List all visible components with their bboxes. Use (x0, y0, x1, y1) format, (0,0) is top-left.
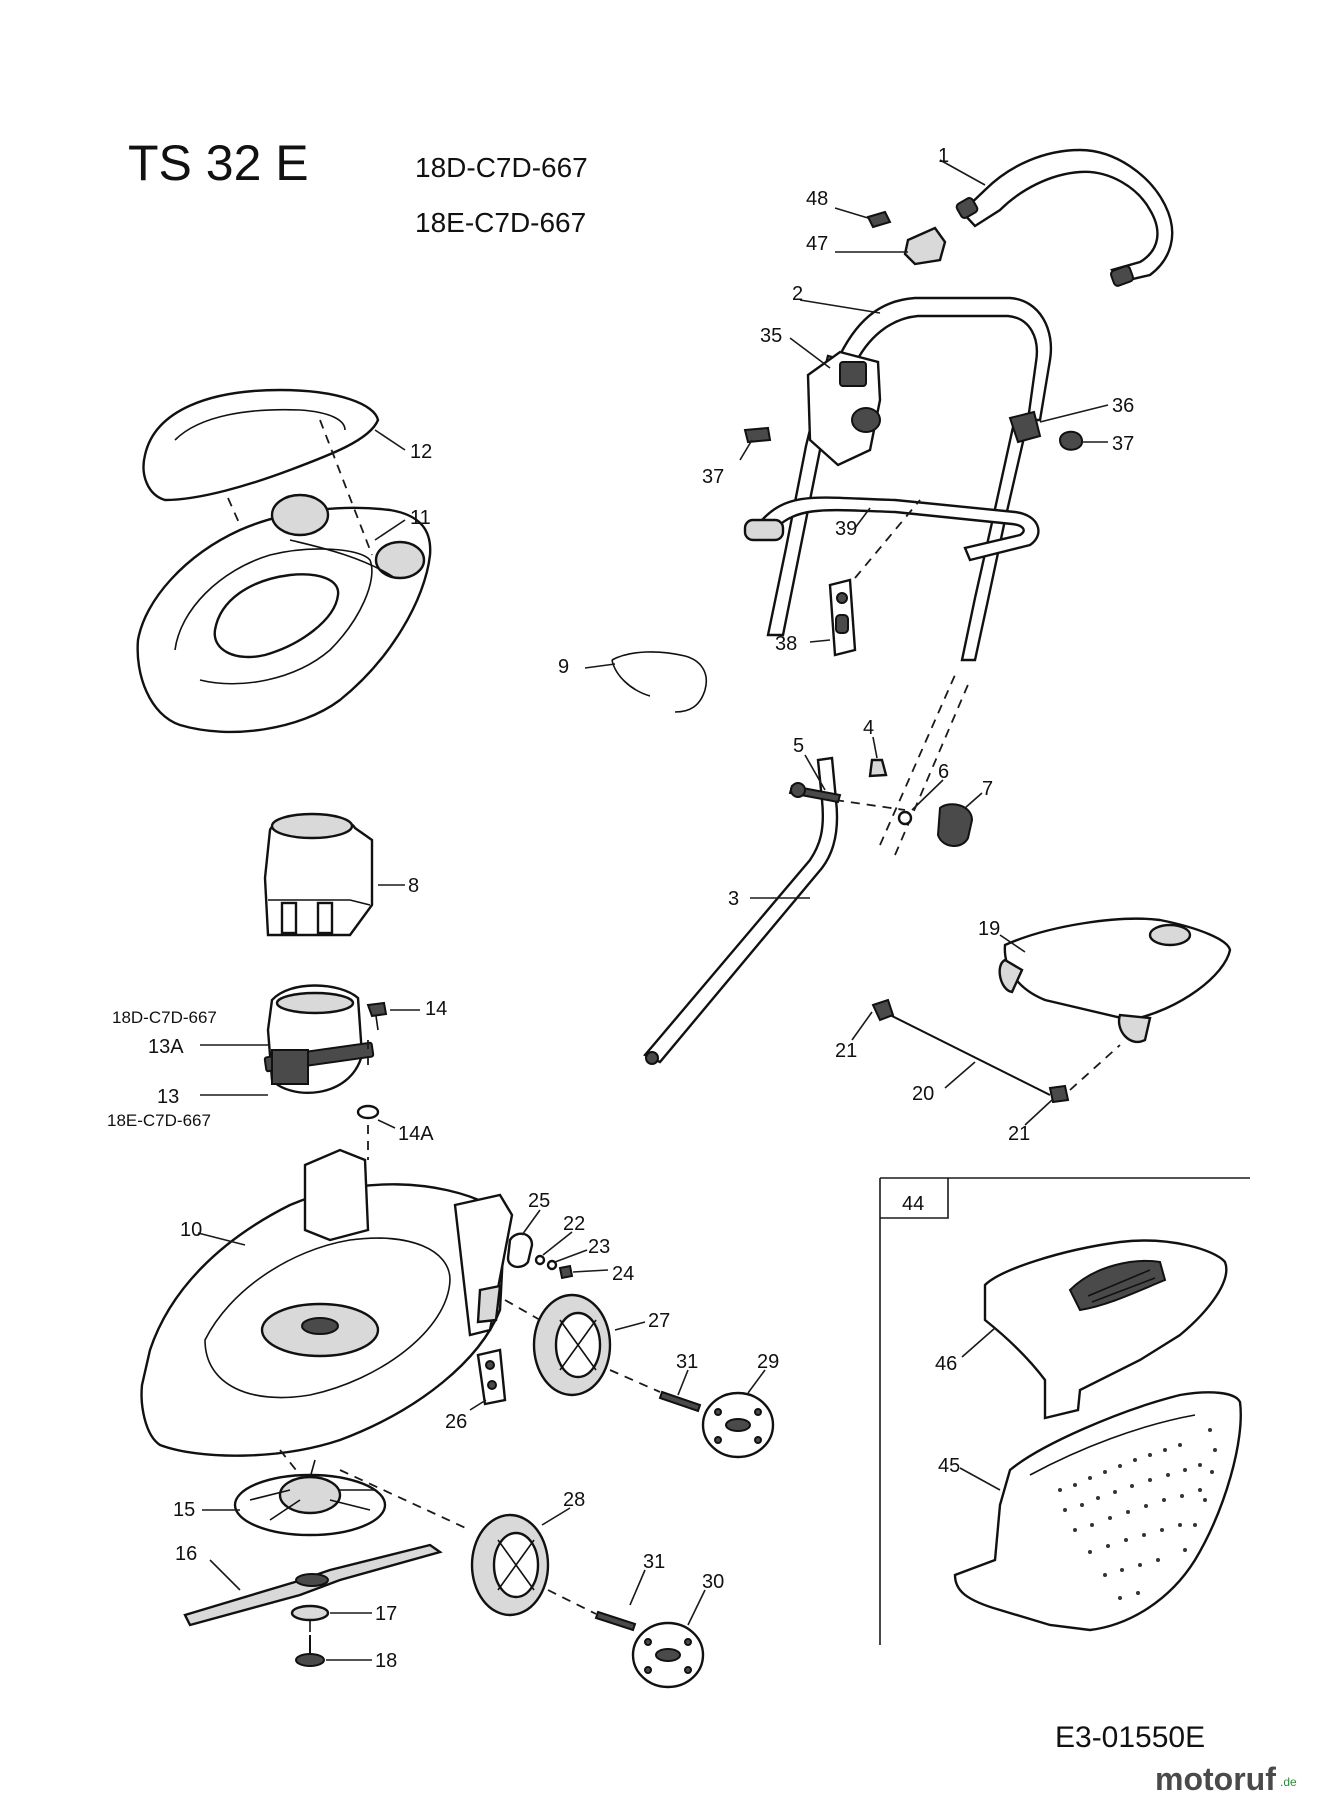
mower-blade (183, 1543, 443, 1627)
fan-housing (263, 812, 374, 937)
callout-48: 48 (806, 188, 828, 210)
callout-22: 22 (563, 1213, 585, 1235)
cable-clip (828, 578, 857, 657)
callout-29: 29 (757, 1351, 779, 1373)
grass-bag (953, 1391, 1242, 1632)
callout-13a: 13A (148, 1036, 184, 1058)
model-variant-1: 18D-C7D-667 (415, 152, 588, 183)
deck-bracket (476, 1348, 507, 1406)
rear-flap (998, 917, 1232, 1044)
lower-tube (643, 756, 839, 1065)
callout-31-lower: 31 (643, 1551, 665, 1573)
fan-impeller (233, 1459, 387, 1537)
callout-16: 16 (175, 1543, 197, 1565)
model-title: TS 32 E (128, 135, 309, 191)
top-cover (142, 388, 380, 502)
callout-21-upper: 21 (835, 1040, 857, 1062)
callout-37-right: 37 (1112, 433, 1134, 455)
flap-rod (871, 998, 1070, 1104)
callout-8: 8 (408, 875, 419, 897)
callout-14a: 14A (398, 1123, 434, 1145)
drawing-number: E3-01550E (1055, 1721, 1205, 1754)
callout-19: 19 (978, 918, 1000, 940)
cable-hook (611, 651, 707, 713)
callout-24: 24 (612, 1263, 634, 1285)
callout-26: 26 (445, 1411, 467, 1433)
hubcap-30 (631, 1621, 705, 1689)
callout-7: 7 (982, 778, 993, 800)
callout-36: 36 (1112, 395, 1134, 417)
height-adjuster (506, 1232, 574, 1280)
callout-28: 28 (563, 1489, 585, 1511)
grass-bag-top (983, 1239, 1228, 1420)
callout-30: 30 (702, 1571, 724, 1593)
callout-2: 2 (792, 283, 803, 305)
callout-45: 45 (938, 1455, 960, 1477)
callout-9: 9 (558, 656, 569, 678)
callout-47: 47 (806, 233, 828, 255)
callout-18: 18 (375, 1650, 397, 1672)
callout-5: 5 (793, 735, 804, 757)
callout-31-upper: 31 (676, 1351, 698, 1373)
motor (263, 984, 375, 1094)
callout-14: 14 (425, 998, 447, 1020)
callout-46: 46 (935, 1353, 957, 1375)
callout-38: 38 (775, 633, 797, 655)
callout-3: 3 (728, 888, 739, 910)
callout-23: 23 (588, 1236, 610, 1258)
motor-variant-top: 18D-C7D-667 (112, 1008, 217, 1027)
hood-housing (136, 493, 432, 734)
callout-39: 39 (835, 518, 857, 540)
callout-21-lower: 21 (1008, 1123, 1030, 1145)
svg-text:motoruf: motoruf (1155, 1761, 1276, 1797)
callout-17: 17 (375, 1603, 397, 1625)
callout-10: 10 (180, 1219, 202, 1241)
switch-box (806, 350, 882, 467)
callout-13: 13 (157, 1086, 179, 1108)
callout-15: 15 (173, 1499, 195, 1521)
callout-44: 44 (902, 1193, 924, 1215)
callout-6: 6 (938, 761, 949, 783)
svg-text:.de: .de (1280, 1775, 1297, 1789)
motor-screw-14 (366, 1001, 388, 1031)
callout-11: 11 (410, 507, 431, 529)
rear-wheel (532, 1293, 612, 1397)
callout-20: 20 (912, 1083, 934, 1105)
callout-1: 1 (938, 145, 949, 167)
motor-variant-bottom: 18E-C7D-667 (107, 1111, 211, 1130)
callout-35: 35 (760, 325, 782, 347)
callout-37-left: 37 (702, 466, 724, 488)
blade-adapter (290, 1604, 330, 1632)
callout-27: 27 (648, 1310, 670, 1332)
blade-bolt (295, 1635, 325, 1667)
callout-25: 25 (528, 1190, 550, 1212)
callout-4: 4 (863, 717, 874, 739)
callout-12: 12 (410, 441, 432, 463)
watermark: motoruf .de (1155, 1761, 1297, 1797)
handle-bracket-36 (1008, 410, 1084, 451)
handle-clamp (866, 210, 947, 266)
model-variant-2: 18E-C7D-667 (415, 207, 586, 238)
upper-handle (955, 148, 1174, 287)
hubcap-29 (701, 1391, 775, 1459)
mower-deck (140, 1148, 514, 1457)
front-wheel (470, 1513, 550, 1617)
lower-handle (743, 296, 1053, 662)
